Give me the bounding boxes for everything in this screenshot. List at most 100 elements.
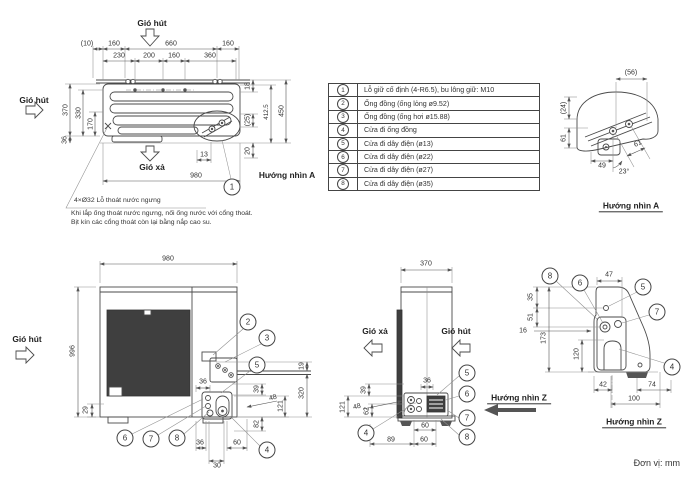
dim-412-5: 412.5 <box>262 104 270 120</box>
dim-20: 20 <box>244 147 252 155</box>
dim-29: 29 <box>82 406 90 414</box>
view-a-title: Hướng nhìn A <box>598 201 664 213</box>
dim-36-top-view: 36 <box>61 136 69 144</box>
legend-num-3: 3 <box>337 110 349 123</box>
dim-24: (24) <box>560 101 568 115</box>
view-z-direction-label: Hướng nhìn Z <box>487 393 551 405</box>
view-a-caption: Hướng nhìn A <box>258 169 316 180</box>
legend-text-7: Cửa đi dây điện (ø27) <box>364 166 434 175</box>
drain-note-line1: Khi lắp ống thoát nước ngưng, nối ống nư… <box>71 210 253 217</box>
dim-660: 660 <box>165 40 177 48</box>
dim-200: 200 <box>143 52 155 60</box>
callout-7-front: 7 <box>142 430 160 448</box>
dim-980-front: 980 <box>162 255 174 263</box>
legend-row: 3 Ống đồng (ống hơi ø15.88) <box>329 109 539 124</box>
legend-num-7: 7 <box>337 164 349 177</box>
legend-num-4: 4 <box>337 124 349 137</box>
callout-8-viewz: 8 <box>541 267 559 285</box>
dim-320: 320 <box>298 387 306 399</box>
dim-74: 74 <box>648 381 656 389</box>
legend-row: 6 Cửa đi dây điện (ø22) <box>329 149 539 164</box>
air-discharge-label: Gió xả <box>139 161 165 172</box>
dim-173: 173 <box>540 332 548 344</box>
dim-60-upper: 60 <box>421 422 429 430</box>
dim-35: 35 <box>527 293 535 301</box>
legend-num-8: 8 <box>337 177 349 190</box>
callout-5-side: 5 <box>458 364 476 382</box>
dim-51: 51 <box>527 313 535 321</box>
unit-body-top-view <box>102 83 241 137</box>
dim-230: 230 <box>113 52 125 60</box>
legend-num-5: 5 <box>337 137 349 150</box>
air-intake-side-arrow-icon <box>451 338 471 358</box>
callout-4-viewz: 4 <box>663 358 681 376</box>
dim-47: 47 <box>605 271 613 279</box>
legend-text-4: Cửa đi ống đồng <box>364 126 417 135</box>
dim-30: 30 <box>213 462 221 470</box>
legend-text-8: Cửa đi dây điện (ø35) <box>364 179 434 188</box>
air-intake-top-label: Gió hút <box>137 17 167 28</box>
legend-row: 8 Cửa đi dây điện (ø35) <box>329 176 539 190</box>
fin-edge <box>396 309 403 419</box>
dim-330: 330 <box>75 107 83 119</box>
dim-89: 89 <box>387 436 395 444</box>
callout-2: 2 <box>239 313 257 331</box>
drain-note-line2: Bịt kín các cổng thoát còn lại bằng nắp … <box>71 219 212 226</box>
air-intake-top-arrow-icon <box>139 28 161 47</box>
dim-61-vertical: 61 <box>560 134 568 142</box>
callout-5-front: 5 <box>248 356 266 374</box>
dim-120: 120 <box>573 348 581 360</box>
terminal-box <box>201 351 217 362</box>
callout-1: 1 <box>223 178 241 196</box>
dim-370-side: 370 <box>420 260 432 268</box>
air-discharge-side-label: Gió xả <box>362 325 388 336</box>
legend-row: 7 Cửa đi dây điện (ø27) <box>329 163 539 177</box>
air-intake-side-label: Gió hút <box>441 325 471 336</box>
dim-450: 450 <box>278 105 286 117</box>
dim-370: 370 <box>62 104 70 116</box>
callout-8-front: 8 <box>168 429 186 447</box>
legend-num-6: 6 <box>337 151 349 164</box>
dim-13: 13 <box>200 151 208 159</box>
view-z-title: Hướng nhìn Z <box>602 417 666 429</box>
dim-360: 360 <box>204 52 216 60</box>
dim-996: 996 <box>69 345 77 357</box>
heat-exchanger-fins <box>106 309 191 397</box>
air-discharge-side-arrow-icon <box>363 338 383 358</box>
unit-corner-view-a <box>576 91 659 152</box>
legend-text-3: Ống đồng (ống hơi ø15.88) <box>364 112 450 121</box>
dim-60-front: 60 <box>233 439 241 447</box>
dim-121-side: 121 <box>339 401 347 413</box>
dim-42: 42 <box>599 381 607 389</box>
dim-36-bottom: 36 <box>196 439 204 447</box>
dim-25: (25) <box>244 113 252 127</box>
dim-49: 49 <box>598 162 606 170</box>
dim-36-mid: 36 <box>199 378 207 386</box>
callout-6-viewz: 6 <box>571 274 589 292</box>
dim-angle-23: 23° <box>618 168 630 176</box>
dim-100: 100 <box>628 395 640 403</box>
dim-56: (56) <box>624 69 638 77</box>
air-discharge-arrow-icon <box>139 145 161 162</box>
dim-160-left: 160 <box>108 40 120 48</box>
unit-body-front-view <box>99 286 238 418</box>
dim-36-side: 36 <box>423 377 431 385</box>
unit-note: Đơn vị: mm <box>633 458 680 468</box>
dim-62: 62 <box>363 407 371 415</box>
legend-text-2: Ống đồng (ống lỏng ø9.52) <box>364 99 450 108</box>
callout-4-side: 4 <box>357 424 375 442</box>
front-view-drawing <box>15 261 312 464</box>
legend-text-6: Cửa đi dây điện (ø22) <box>364 153 434 162</box>
drain-hole-note: 4×Ø32 Lỗ thoát nước ngưng <box>74 197 161 204</box>
callout-6-side: 6 <box>458 385 476 403</box>
piping-outlet-box <box>201 391 233 420</box>
air-intake-left-label: Gió hút <box>19 94 49 105</box>
air-intake-left-arrow-icon <box>25 100 44 120</box>
side-view-drawing <box>344 267 536 447</box>
dim-18: 18 <box>244 82 252 90</box>
legend-num-1: 1 <box>337 84 349 97</box>
